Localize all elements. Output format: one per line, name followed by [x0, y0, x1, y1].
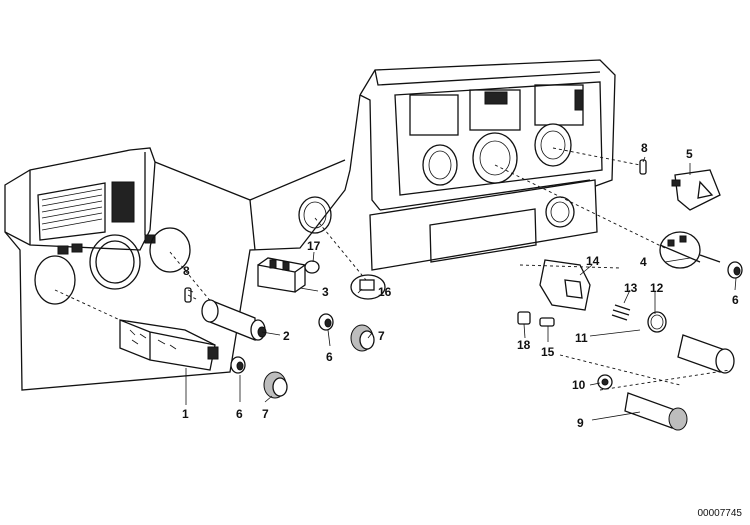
callout-7b: 7	[378, 329, 385, 343]
callout-7a: 7	[262, 407, 269, 421]
callout-18: 18	[517, 338, 531, 352]
part-18-pin	[517, 311, 531, 325]
callout-5: 5	[686, 147, 693, 161]
part-10-lighter-bulb	[597, 374, 613, 390]
callout-6b: 6	[326, 350, 333, 364]
callout-1: 1	[182, 407, 189, 421]
part-6-knob-c	[727, 261, 743, 279]
part-11-lighter-socket	[677, 334, 735, 374]
part-12-ring	[647, 311, 667, 333]
callout-8a: 8	[183, 264, 190, 278]
callout-17: 17	[307, 239, 321, 253]
part-16-cap	[350, 274, 386, 300]
callout-11: 11	[575, 331, 588, 345]
document-id: 00007745	[697, 508, 743, 519]
callout-14: 14	[586, 254, 600, 268]
callout-6c: 6	[732, 293, 739, 307]
assembly-dashed-lines	[54, 147, 731, 391]
part-7-knob-cap-a	[263, 371, 288, 399]
part-7-knob-cap-b	[350, 324, 375, 352]
callout-13: 13	[624, 281, 638, 295]
callout-12: 12	[650, 281, 664, 295]
part-5-hazard-switch	[671, 169, 721, 211]
panel-gauge-openings	[34, 196, 332, 305]
callout-16: 16	[378, 285, 392, 299]
callout-8b: 8	[641, 141, 648, 155]
panel-switch-holes	[57, 234, 156, 255]
part-1-switch-assembly	[119, 319, 219, 371]
callout-2: 2	[283, 329, 290, 343]
callout-3: 3	[322, 285, 329, 299]
callout-labels: 1 2 3 4 5 6 6 6 7 7 8 8 9 10 11 12 13 14…	[182, 141, 739, 430]
callout-15: 15	[541, 345, 555, 359]
dashboard-outline	[4, 59, 616, 391]
part-13-spring	[611, 304, 631, 321]
part-6-knob-b	[318, 313, 334, 331]
part-2-rotary-switch	[201, 299, 267, 341]
callout-10: 10	[572, 378, 586, 392]
part-9-cigar-lighter	[624, 392, 688, 431]
part-14-housing	[539, 259, 591, 311]
air-vent-grille	[37, 181, 135, 241]
part-4-light-switch	[659, 231, 721, 269]
instrument-cluster	[409, 84, 584, 186]
radio-storage-box	[369, 179, 598, 271]
part-15-pin	[539, 317, 555, 327]
part-17-cap	[304, 260, 320, 274]
part-3-relay	[257, 257, 307, 293]
part-6-knob-a	[230, 356, 246, 374]
callout-9: 9	[577, 416, 584, 430]
part-8-bulb-b	[639, 159, 647, 175]
callout-4: 4	[640, 255, 647, 269]
leader-lines	[185, 156, 737, 421]
callout-6a: 6	[236, 407, 243, 421]
